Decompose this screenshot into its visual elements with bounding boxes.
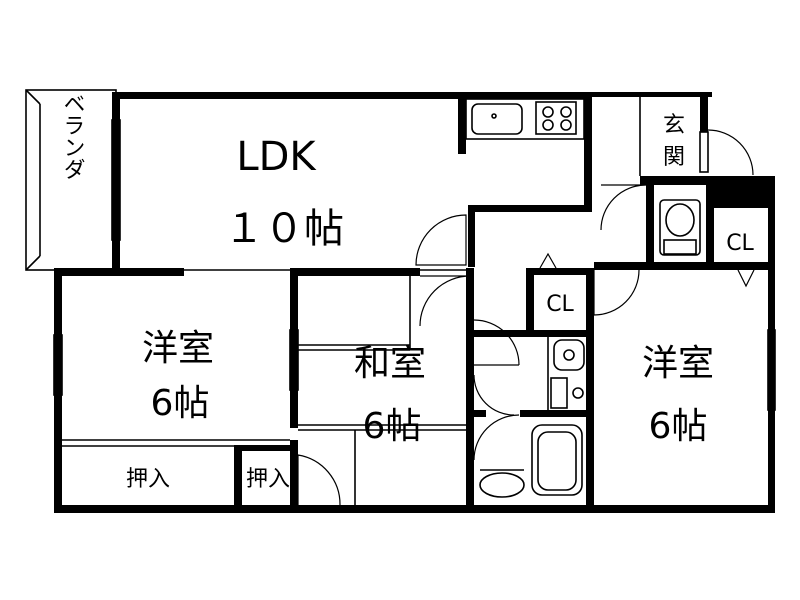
entrance-label-top: 玄 — [663, 113, 685, 138]
interior-lines — [62, 97, 641, 505]
balcony-label: ベランダ — [60, 92, 85, 180]
closet-left-label: 押入 — [126, 467, 170, 492]
doors — [297, 129, 755, 506]
kitchen — [465, 98, 585, 140]
closet-right-label: CL — [726, 231, 754, 256]
ldk-size: １０帖 — [224, 206, 344, 252]
western-room-right-name: 洋室 — [642, 343, 714, 384]
japanese-room-name: 和室 — [354, 343, 426, 384]
western-room-right-size: 6帖 — [649, 406, 708, 447]
japanese-room-size: 6帖 — [363, 406, 422, 447]
windows — [53, 119, 776, 411]
closet-center-label: CL — [546, 292, 574, 317]
western-room-left-name: 洋室 — [142, 328, 214, 369]
entrance-label-bottom: 関 — [663, 145, 685, 170]
western-room-left-size: 6帖 — [151, 383, 210, 424]
closet-mid-label: 押入 — [246, 467, 290, 492]
bathroom — [479, 199, 701, 498]
ldk-name: LDK — [236, 134, 317, 180]
walls — [54, 92, 775, 513]
labels: ベランダ LDK １０帖 玄 関 CL CL 洋室 6帖 和室 6帖 洋室 6帖… — [60, 92, 755, 492]
